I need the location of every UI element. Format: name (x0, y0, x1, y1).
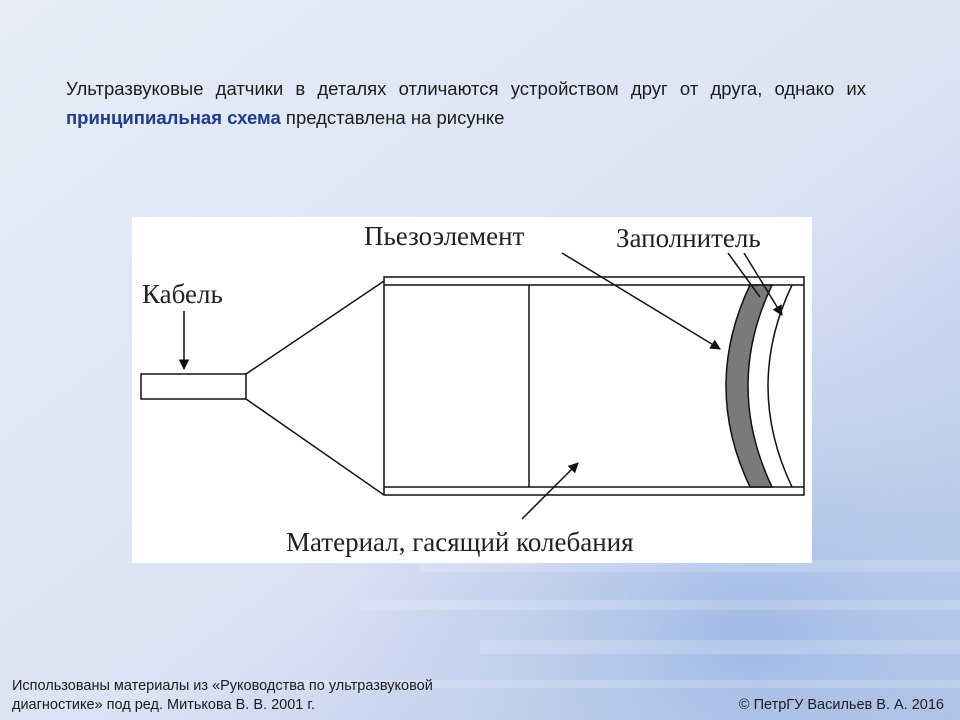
funnel-bottom-line (245, 398, 385, 496)
piezo-arrow (561, 252, 721, 350)
damping-label: Материал, гасящий колебания (286, 527, 634, 557)
piezo-element (725, 284, 774, 488)
source-note: Использованы материалы из «Руководства п… (12, 678, 433, 713)
cable-label: Кабель (142, 279, 223, 309)
transducer-diagram: Кабель Пьезоэлемент Заполнитель Материал… (132, 217, 812, 563)
housing-body (383, 276, 805, 496)
filler-arrow-left (727, 252, 761, 298)
copyright-text: © ПетрГУ Васильев В. А. 2016 (738, 697, 944, 713)
funnel-top-line (245, 280, 385, 375)
highlight-principal-scheme: принципиальная схема (66, 107, 281, 128)
piezo-label: Пьезоэлемент (364, 221, 525, 251)
intro-text: Ультразвуковые датчики в деталях отличаю… (66, 78, 866, 128)
cable-rect (140, 373, 247, 400)
filler-label: Заполнитель (616, 223, 761, 253)
filler-curve (767, 284, 793, 488)
filler-arrow-right (743, 252, 783, 316)
damping-arrow (521, 462, 579, 520)
